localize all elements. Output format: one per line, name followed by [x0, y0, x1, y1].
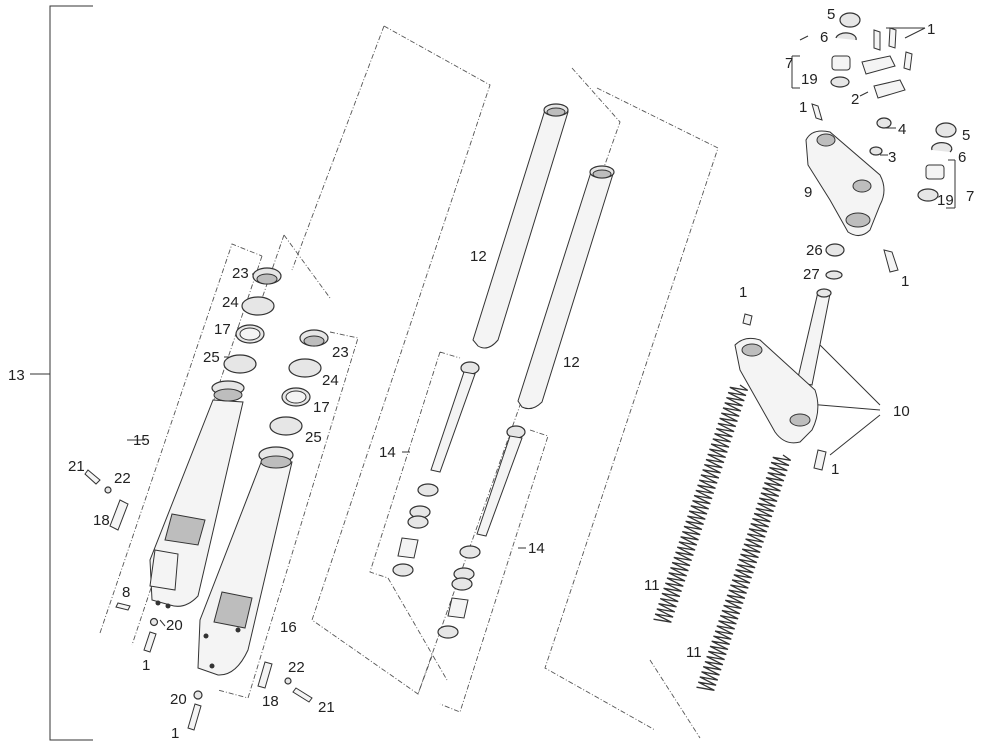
callout-2: 2	[851, 91, 859, 108]
callout-6-top: 6	[820, 29, 828, 46]
callout-18-left: 18	[93, 512, 110, 529]
leader-lines	[127, 27, 956, 627]
assembly-bracket-13	[30, 5, 93, 741]
callout-12-lower: 12	[563, 354, 580, 371]
callout-8: 8	[122, 584, 130, 601]
callout-4: 4	[898, 121, 906, 138]
callout-18-right: 18	[262, 693, 279, 710]
callout-17-left: 17	[214, 321, 231, 338]
callout-25-right: 25	[305, 429, 322, 446]
fork-leg-16	[197, 446, 294, 676]
callout-14-left: 14	[379, 444, 396, 461]
handlebar-clamps	[830, 12, 957, 202]
springs-11	[653, 384, 792, 691]
callout-7-top: 7	[785, 55, 793, 72]
callout-1-top-bolts: 1	[927, 21, 935, 38]
callout-3: 3	[888, 149, 896, 166]
inner-tubes-12	[472, 103, 615, 410]
fork-leg-15	[149, 380, 245, 609]
callout-25-left: 25	[203, 349, 220, 366]
callout-11-lower: 11	[686, 644, 702, 661]
callout-20-left: 20	[166, 617, 183, 634]
callout-24-right: 24	[322, 372, 339, 389]
callout-14-right: 14	[528, 540, 545, 557]
callout-5-top: 5	[827, 6, 835, 23]
callout-labels: 13 23 24 17 25 15 23 24 17 25 16 21 22 1…	[8, 6, 974, 742]
callout-1-stem-bottom: 1	[831, 461, 839, 478]
callout-22-right: 22	[288, 659, 305, 676]
callout-24-left: 24	[222, 294, 239, 311]
callout-1-clamp-bolt: 1	[901, 273, 909, 290]
seal-stack-right	[269, 329, 329, 436]
lower-triple-clamp-10	[734, 288, 832, 471]
callout-7-right: 7	[966, 188, 974, 205]
callout-16: 16	[280, 619, 297, 636]
callout-23-right: 23	[332, 344, 349, 361]
callout-21-left: 21	[68, 458, 85, 475]
damper-rods-14	[392, 361, 526, 639]
callout-20-right: 20	[170, 691, 187, 708]
group-outlines	[99, 25, 719, 739]
callout-21-right: 21	[318, 699, 335, 716]
callout-19-top: 19	[801, 71, 818, 88]
callout-1-right-bolt: 1	[171, 725, 179, 742]
callout-12-upper: 12	[470, 248, 487, 265]
callout-22-left: 22	[114, 470, 131, 487]
callout-9: 9	[804, 184, 812, 201]
callout-19-right: 19	[937, 192, 954, 209]
callout-1-left-bolt: 1	[142, 657, 150, 674]
fasteners-lower-left	[84, 469, 313, 731]
callout-26: 26	[806, 242, 823, 259]
callout-15: 15	[133, 432, 150, 449]
callout-23-left: 23	[232, 265, 249, 282]
callout-6-right: 6	[958, 149, 966, 166]
callout-11-upper: 11	[644, 577, 660, 594]
callout-5-right: 5	[962, 127, 970, 144]
upper-triple-clamp-9	[805, 103, 899, 280]
callout-17-right: 17	[313, 399, 330, 416]
callout-10: 10	[893, 403, 910, 420]
callout-1-clamp-mid: 1	[799, 99, 807, 116]
callout-13: 13	[8, 367, 25, 384]
callout-27: 27	[803, 266, 820, 283]
callout-1-stem-top: 1	[739, 284, 747, 301]
seal-stack-left	[223, 267, 282, 374]
